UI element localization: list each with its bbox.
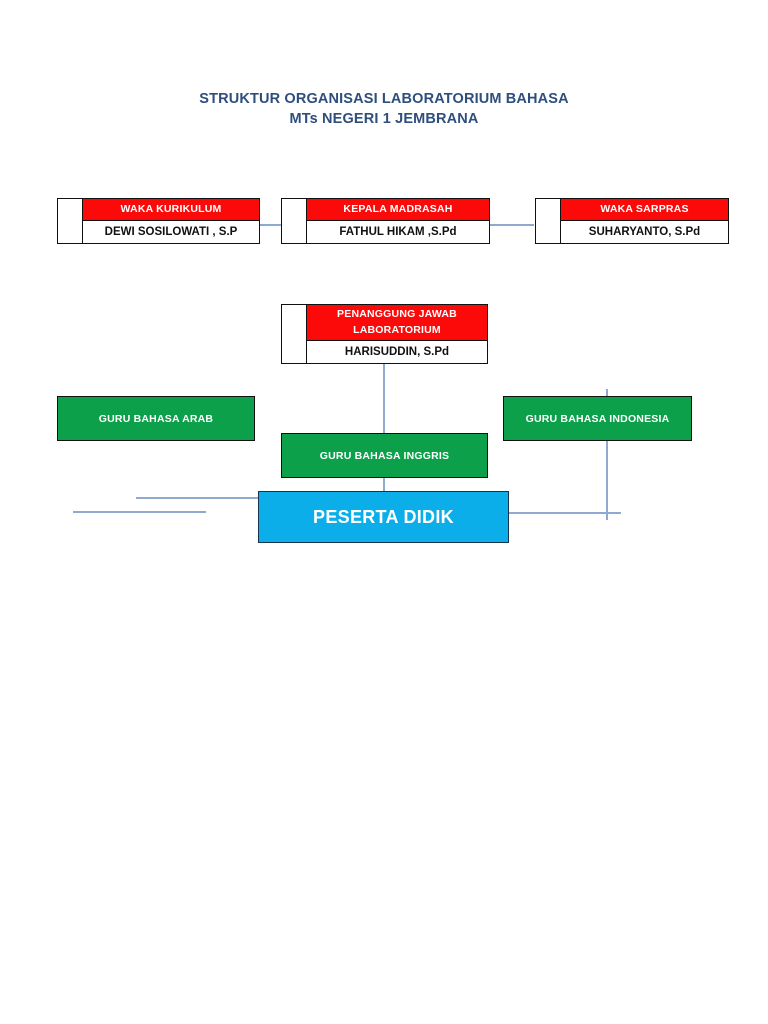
box-guru-bahasa-arab[interactable]: GURU BAHASA ARAB — [57, 396, 255, 441]
box-waka-sarpras-role: WAKA SARPRAS — [561, 199, 728, 221]
connector-peserta-right — [509, 512, 621, 514]
box-penanggung-jawab-person: HARISUDDIN, S.Pd — [307, 341, 487, 363]
page-title-line-2: MTs NEGERI 1 JEMBRANA — [289, 110, 479, 127]
connector-peserta-left-upper — [136, 497, 260, 499]
connector-penanggungjawab-to-peserta — [383, 363, 385, 496]
box-waka-sarpras-person: SUHARYANTO, S.Pd — [561, 220, 728, 243]
box-penanggung-jawab-role: PENANGGUNG JAWAB LABORATORIUM — [307, 305, 487, 342]
box-peserta-didik-label: PESERTA DIDIK — [313, 506, 454, 527]
box-waka-sarpras-stub — [535, 198, 561, 244]
box-waka-kurikulum-stub — [57, 198, 83, 244]
box-guru-bahasa-arab-label: GURU BAHASA ARAB — [98, 412, 214, 425]
box-guru-bahasa-indonesia[interactable]: GURU BAHASA INDONESIA — [503, 396, 692, 441]
box-kepala-madrasah-person: FATHUL HIKAM ,S.Pd — [307, 220, 489, 243]
box-penanggung-jawab-stub — [281, 304, 307, 364]
connector-indonesia-vertical — [606, 389, 608, 520]
box-waka-kurikulum-body: WAKA KURIKULUM DEWI SOSILOWATI , S.P — [83, 198, 260, 244]
box-waka-kurikulum[interactable]: WAKA KURIKULUM DEWI SOSILOWATI , S.P — [57, 198, 260, 244]
box-guru-bahasa-inggris-label: GURU BAHASA INGGRIS — [319, 449, 450, 462]
box-penanggung-jawab-body: PENANGGUNG JAWAB LABORATORIUM HARISUDDIN… — [307, 304, 488, 364]
box-penanggung-jawab-role-line-2: LABORATORIUM — [353, 323, 441, 336]
connector-kurikulum-to-kepala — [260, 224, 286, 226]
box-guru-bahasa-inggris[interactable]: GURU BAHASA INGGRIS — [281, 433, 488, 478]
connector-peserta-left-lower — [73, 511, 206, 513]
box-penanggung-jawab[interactable]: PENANGGUNG JAWAB LABORATORIUM HARISUDDIN… — [281, 304, 488, 364]
box-peserta-didik[interactable]: PESERTA DIDIK — [258, 491, 509, 543]
box-kepala-madrasah-stub — [281, 198, 307, 244]
page-title-line-1: STRUKTUR ORGANISASI LABORATORIUM BAHASA — [199, 91, 569, 107]
box-kepala-madrasah[interactable]: KEPALA MADRASAH FATHUL HIKAM ,S.Pd — [281, 198, 490, 244]
page-title: STRUKTUR ORGANISASI LABORATORIUM BAHASA … — [0, 90, 768, 129]
box-waka-kurikulum-person: DEWI SOSILOWATI , S.P — [83, 220, 259, 243]
box-waka-sarpras[interactable]: WAKA SARPRAS SUHARYANTO, S.Pd — [535, 198, 729, 244]
box-penanggung-jawab-role-line-1: PENANGGUNG JAWAB — [337, 308, 457, 321]
connector-kepala-to-sarpras — [490, 224, 534, 226]
box-kepala-madrasah-body: KEPALA MADRASAH FATHUL HIKAM ,S.Pd — [307, 198, 490, 244]
box-waka-kurikulum-role: WAKA KURIKULUM — [83, 199, 259, 221]
box-guru-bahasa-indonesia-label: GURU BAHASA INDONESIA — [525, 412, 670, 425]
box-waka-sarpras-body: WAKA SARPRAS SUHARYANTO, S.Pd — [561, 198, 729, 244]
box-kepala-madrasah-role: KEPALA MADRASAH — [307, 199, 489, 221]
